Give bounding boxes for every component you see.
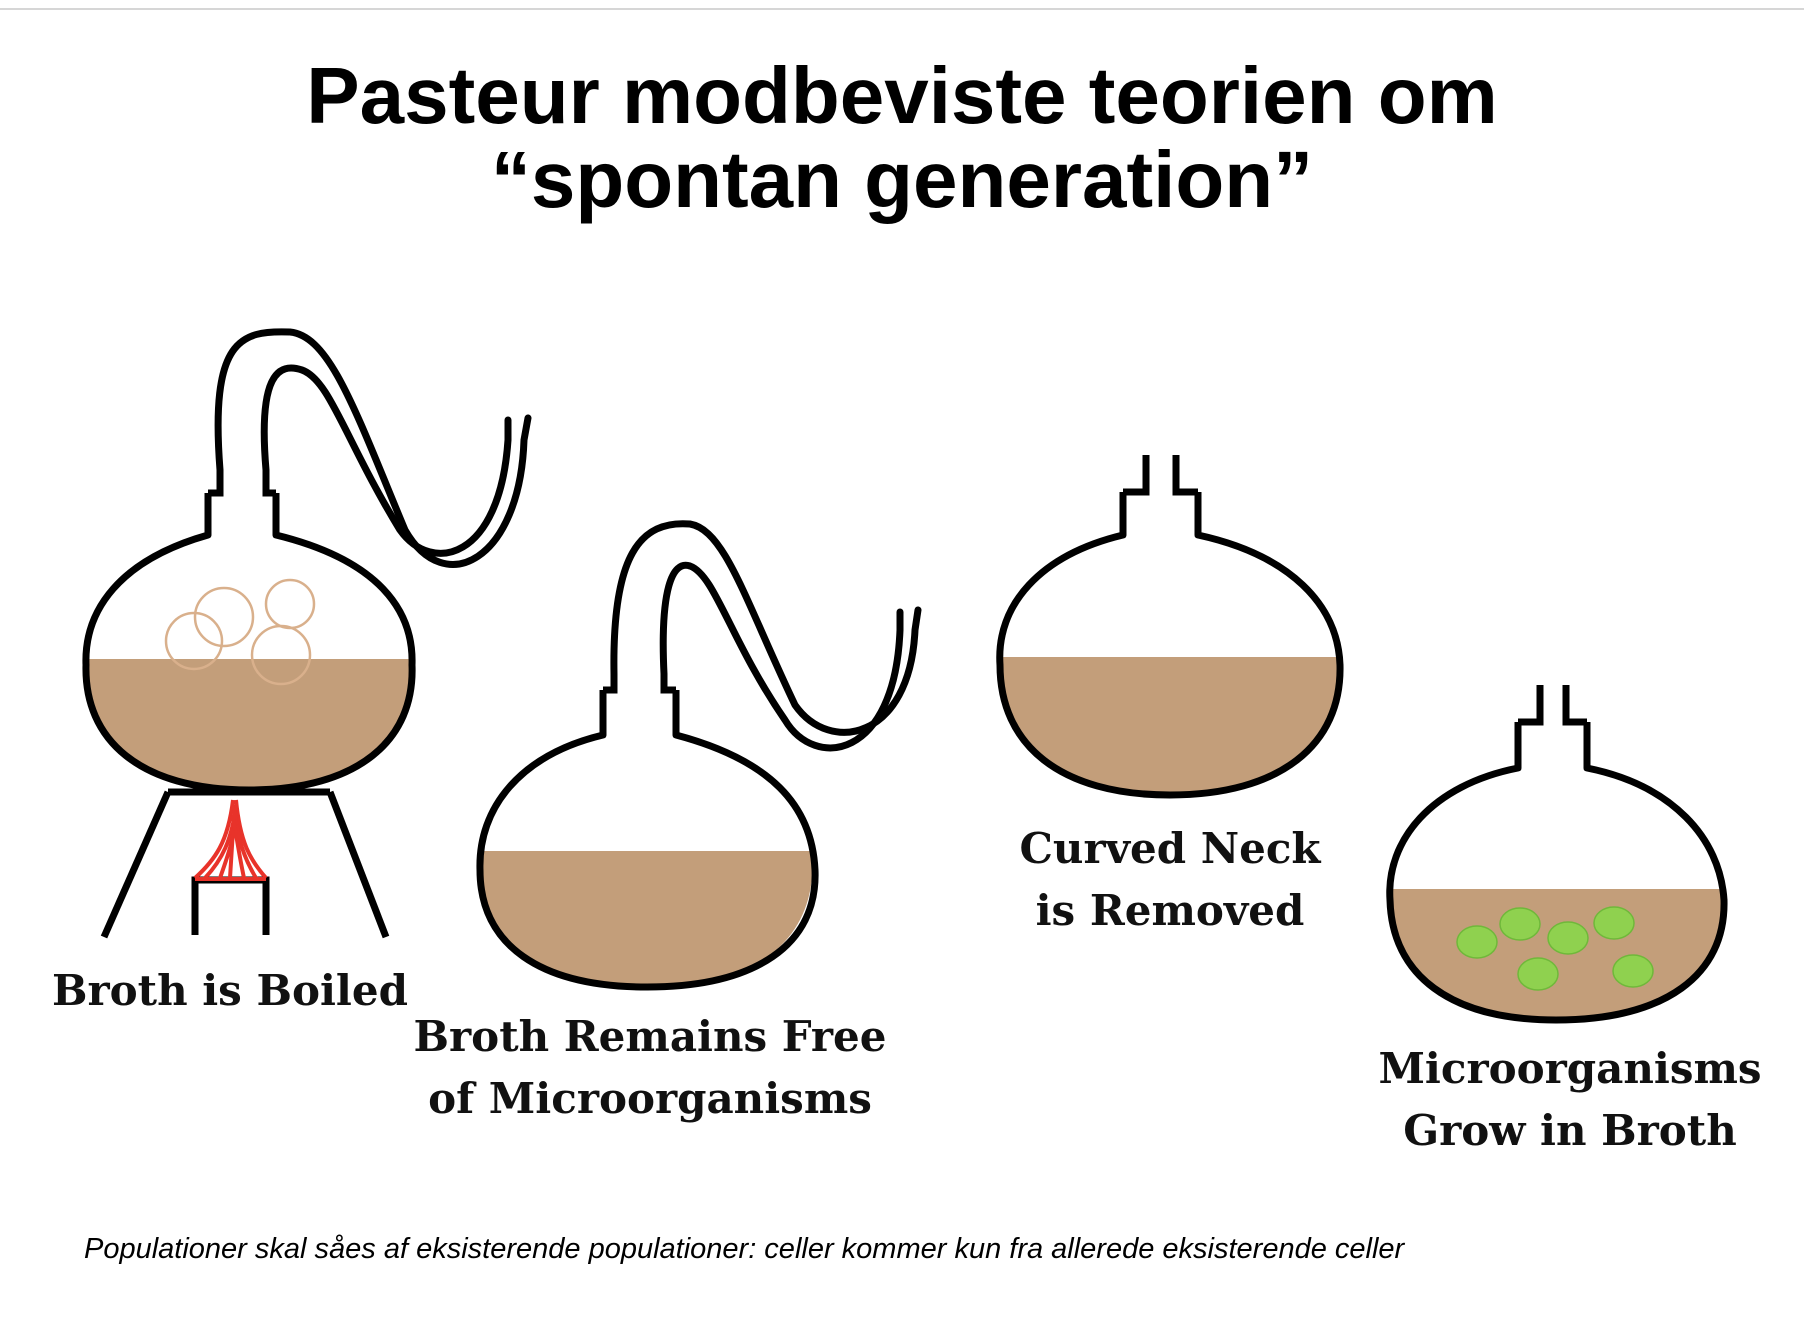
flask-4-neck-step [1518, 685, 1587, 726]
stage-4-label: Microorganisms Grow in Broth [1378, 1044, 1762, 1155]
microorganism-icon [1499, 907, 1541, 941]
flame-icon [193, 799, 268, 881]
bubble-icon [193, 586, 255, 648]
bubble-icon [264, 578, 316, 630]
flask-1-neck-step [208, 470, 276, 497]
microorganism-icon [1612, 954, 1654, 988]
footnote: Populationer skal såes af eksisterende p… [84, 1233, 1405, 1265]
title-line-1: Pasteur modbeviste teorien om [306, 51, 1498, 140]
microorganism-icon [1517, 957, 1559, 991]
flask-icon [996, 492, 1344, 799]
flask-icon [1386, 722, 1728, 1024]
flask-icon [476, 690, 819, 991]
title-line-2: “spontan generation” [490, 135, 1314, 224]
flask-2-neck-step [603, 674, 676, 694]
stage-3-neck-removed [996, 455, 1344, 799]
microorganism-icon [1456, 925, 1498, 959]
bubbles [164, 578, 316, 686]
stage-2-label: Broth Remains Free of Microorganisms [413, 1012, 887, 1123]
microorganism-icon [1593, 906, 1635, 940]
stage-1-label: Broth is Boiled [52, 966, 408, 1015]
stage-1-boiling [82, 328, 532, 939]
microorganisms [1456, 906, 1654, 991]
flask-3-broth [999, 657, 1341, 795]
swan-neck-tube-icon [214, 328, 532, 568]
bubble-icon [250, 624, 312, 686]
microorganism-icon [1547, 921, 1589, 955]
burner-stand-icon [100, 788, 390, 939]
flask-2-tube-inner [659, 561, 904, 752]
stage-2-sterile [476, 520, 922, 991]
page-title: Pasteur modbeviste teorien om “spontan g… [0, 54, 1804, 222]
flask-3-neck-step [1123, 455, 1198, 496]
flask-4-broth [1389, 889, 1725, 1020]
top-divider [0, 8, 1804, 10]
flask-1-broth [85, 659, 413, 790]
stage-3-label: Curved Neck is Removed [1019, 824, 1321, 935]
swan-neck-tube-icon [610, 520, 922, 736]
stage-4-growth [1386, 685, 1728, 1024]
flask-1-tube-inner [260, 364, 512, 557]
flask-2-broth [479, 851, 813, 987]
bubble-icon [164, 611, 224, 671]
